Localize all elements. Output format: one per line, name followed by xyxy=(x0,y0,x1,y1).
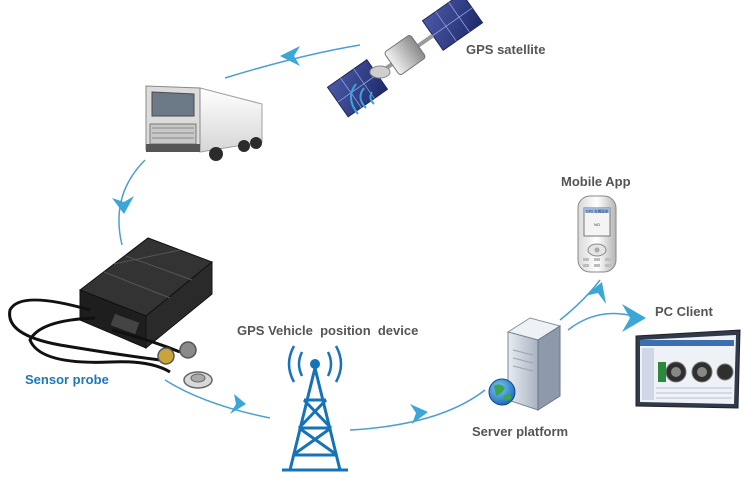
label-server-platform: Server platform xyxy=(472,424,569,439)
sensor-probe-icon xyxy=(8,298,213,389)
arrow-to-tower xyxy=(230,394,246,414)
phone-screen-title: GPS 车辆监控 xyxy=(586,209,609,214)
line-satellite-truck xyxy=(224,44,361,79)
arrow-to-device xyxy=(112,196,134,214)
line-truck-device xyxy=(118,159,146,246)
label-sensor-probe: Sensor probe xyxy=(25,372,109,387)
label-pc-client: PC Client xyxy=(655,304,713,319)
flow-arrows xyxy=(112,46,646,424)
arrow-to-mobile xyxy=(585,282,606,304)
truck-icon xyxy=(145,85,263,161)
phone-screen-text: NO xyxy=(594,222,600,227)
gps-tracker-icon xyxy=(78,237,213,350)
label-mobile-app: Mobile App xyxy=(561,174,631,189)
label-gps-device: GPS Vehicle position device xyxy=(237,323,419,338)
line-server-mobile xyxy=(559,279,601,321)
line-probe-tower xyxy=(164,379,271,419)
connection-lines xyxy=(118,44,641,431)
satellite-icon xyxy=(326,0,484,118)
radio-tower-icon xyxy=(282,345,348,472)
arrow-to-truck xyxy=(280,46,300,66)
arrow-to-server xyxy=(410,404,428,424)
pc-monitor-icon xyxy=(635,329,741,409)
server-icon xyxy=(488,317,562,411)
arrow-to-pc xyxy=(622,304,646,332)
label-gps-satellite: GPS satellite xyxy=(466,42,546,57)
line-tower-server xyxy=(349,389,486,431)
mobile-phone-icon xyxy=(577,195,617,273)
